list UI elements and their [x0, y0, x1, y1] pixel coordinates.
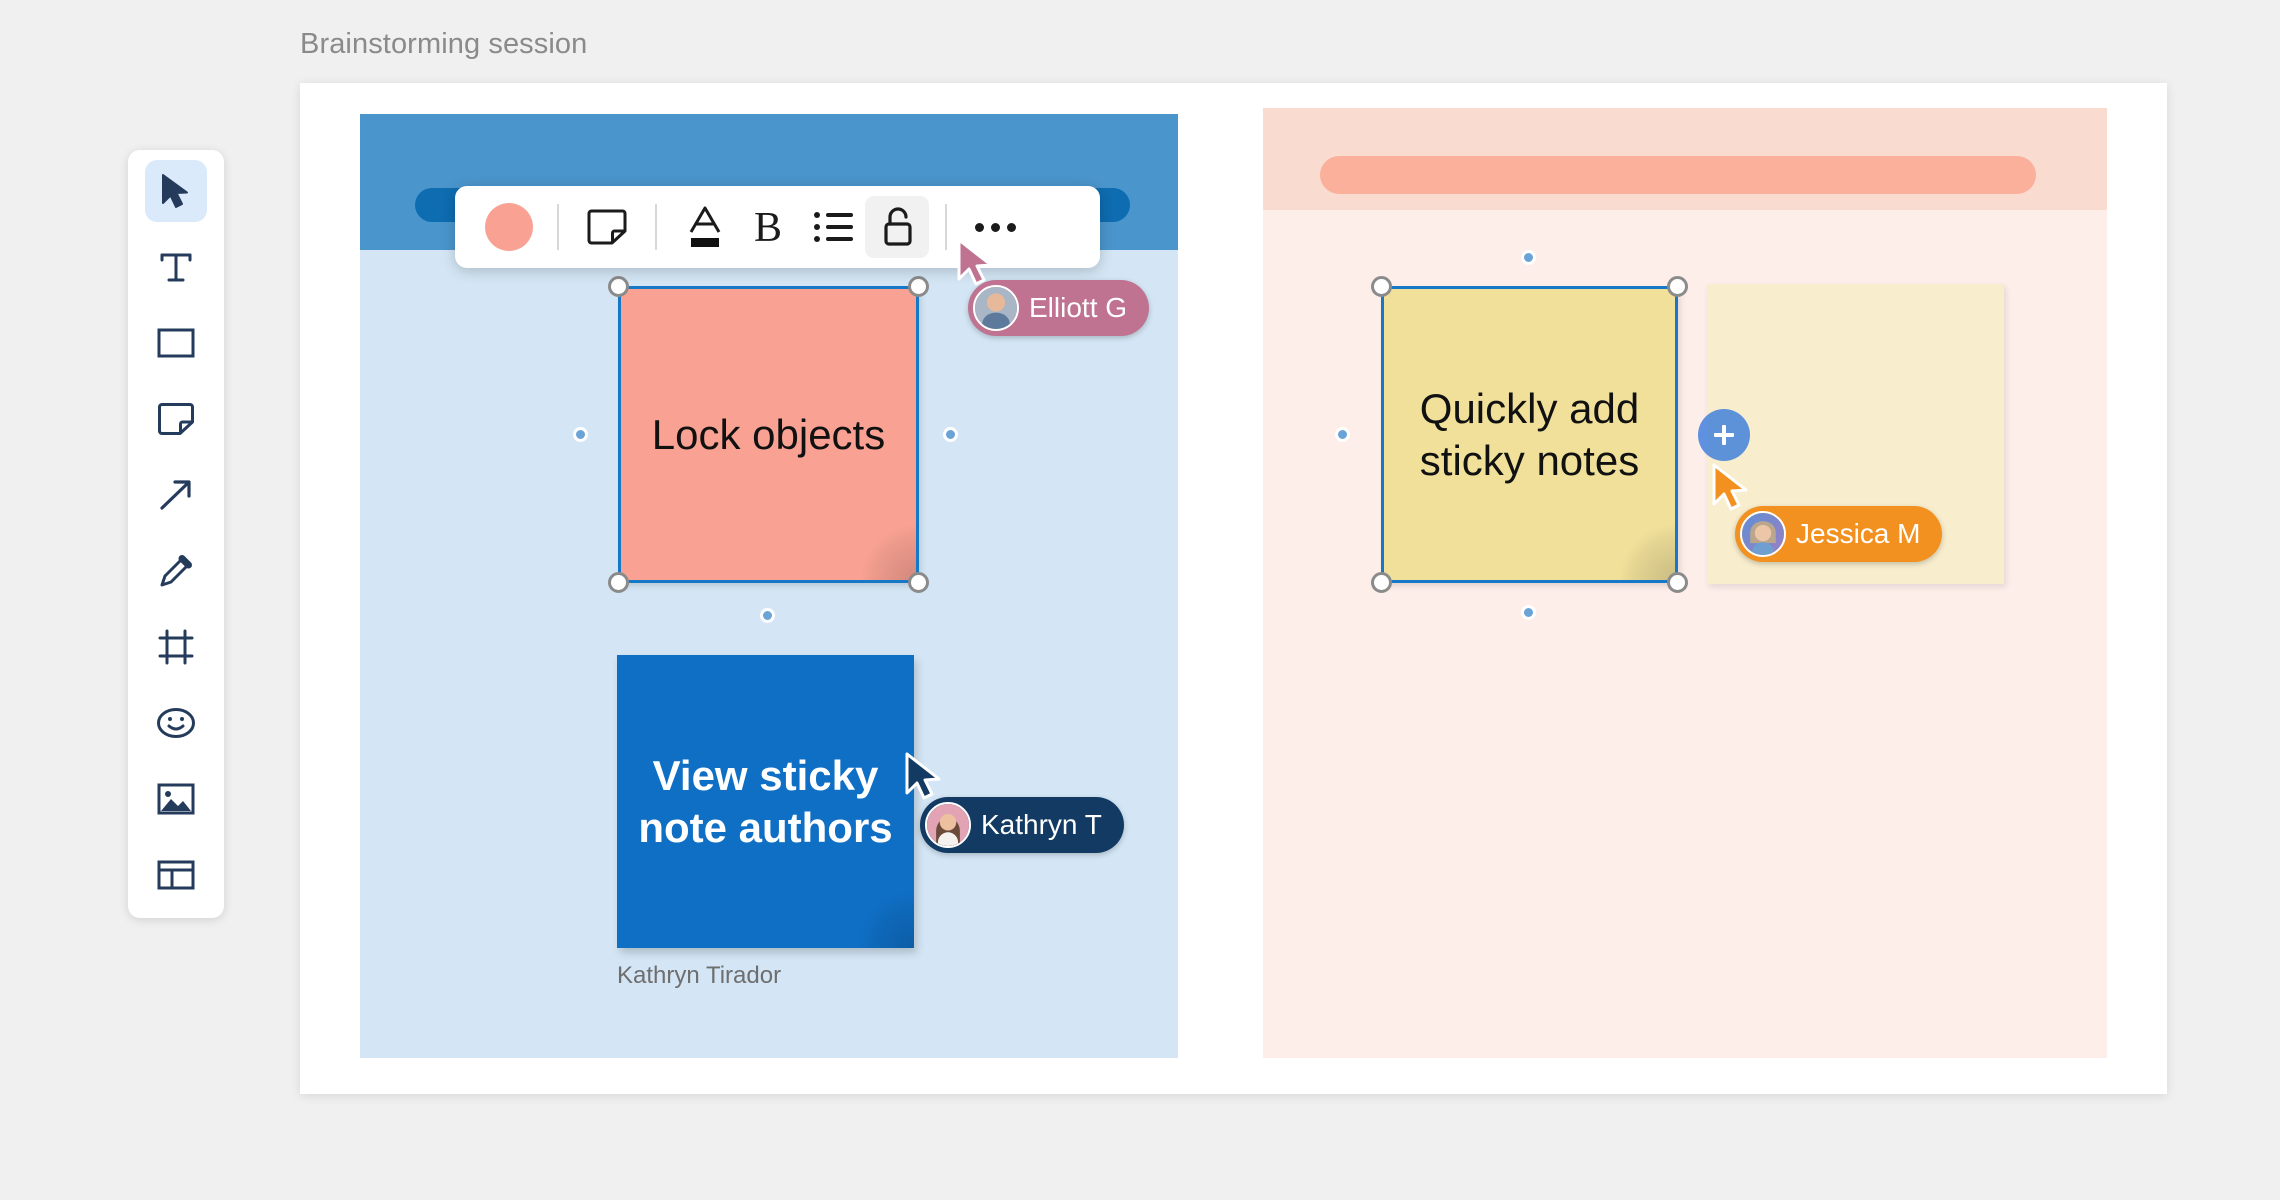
resize-handle-nw-2[interactable]: [1371, 276, 1392, 297]
sticky-note-quickly-add[interactable]: Quickly add sticky notes: [1383, 288, 1676, 581]
add-sticky-note-button[interactable]: [1698, 409, 1750, 461]
sticky-note-author-label: Kathryn Tirador: [617, 962, 782, 989]
sticky-note-lock-objects[interactable]: Lock objects: [620, 288, 917, 581]
avatar-photo-icon: [927, 804, 969, 846]
format-toolbar[interactable]: B: [455, 186, 1100, 268]
sticky-note-icon: [587, 209, 627, 245]
collaborator-pill-jessica[interactable]: Jessica M: [1735, 506, 1943, 562]
connect-dot-s[interactable]: [760, 608, 775, 623]
layout-icon: [157, 860, 195, 890]
select-tool[interactable]: [145, 160, 207, 222]
toolbar-divider-3: [945, 204, 947, 250]
resize-handle-se-2[interactable]: [1667, 572, 1688, 593]
bullet-list-icon: [814, 212, 853, 242]
text-icon: [160, 253, 192, 282]
collaborator-name-kathryn: Kathryn T: [981, 809, 1102, 840]
arrow-icon: [160, 480, 191, 510]
cursor-jessica: [1712, 463, 1748, 511]
emoji-tool[interactable]: [145, 692, 207, 754]
bullet-list-button[interactable]: [801, 196, 865, 258]
frame-right-header-bar: [1320, 156, 2036, 194]
avatar-elliott: [973, 285, 1019, 331]
sticky-note-view-authors-text: View sticky note authors: [638, 752, 893, 851]
smiley-icon: [157, 708, 195, 738]
color-swatch: [485, 203, 533, 251]
resize-handle-sw[interactable]: [608, 572, 629, 593]
text-color-icon: [689, 206, 721, 247]
unlock-icon: [884, 207, 912, 246]
cursor-icon: [162, 174, 188, 208]
color-swatch-button[interactable]: [477, 196, 541, 258]
frame-icon: [158, 629, 194, 665]
avatar-kathryn: [925, 802, 971, 848]
bold-icon: B: [754, 206, 782, 248]
connect-dot-w[interactable]: [573, 427, 588, 442]
text-tool[interactable]: [145, 236, 207, 298]
sticky-note-view-authors[interactable]: View sticky note authors: [617, 655, 914, 948]
avatar-photo-icon: [1742, 513, 1784, 555]
cursor-elliott: [957, 238, 993, 286]
resize-handle-sw-2[interactable]: [1371, 572, 1392, 593]
tool-palette[interactable]: [128, 150, 224, 918]
connect-dot-w-2[interactable]: [1335, 427, 1350, 442]
rectangle-icon: [157, 328, 195, 358]
resize-handle-se[interactable]: [908, 572, 929, 593]
unlock-button[interactable]: [865, 196, 929, 258]
template-tool[interactable]: [145, 844, 207, 906]
sticky-note-tool[interactable]: [145, 388, 207, 450]
toolbar-divider: [557, 204, 559, 250]
selection-box-quickly-add: [1381, 286, 1678, 583]
cursor-kathryn: [905, 752, 941, 800]
image-icon: [157, 783, 195, 815]
text-color-button[interactable]: [673, 196, 737, 258]
pen-icon: [160, 555, 192, 587]
more-options-button[interactable]: [963, 196, 1027, 258]
resize-handle-ne[interactable]: [908, 276, 929, 297]
frame-right-header: [1263, 108, 2107, 210]
collaborator-name-jessica: Jessica M: [1796, 518, 1921, 549]
resize-handle-nw[interactable]: [608, 276, 629, 297]
avatar-photo-icon: [975, 287, 1017, 329]
selection-box-lock-objects: [618, 286, 919, 583]
bold-button[interactable]: B: [737, 196, 801, 258]
connect-dot-s-2[interactable]: [1521, 605, 1536, 620]
connect-dot-n-2[interactable]: [1521, 250, 1536, 265]
shape-tool[interactable]: [145, 312, 207, 374]
toolbar-divider-2: [655, 204, 657, 250]
avatar-jessica: [1740, 511, 1786, 557]
sticky-note-style-button[interactable]: [575, 196, 639, 258]
ellipsis-icon: [974, 222, 1016, 232]
svg-text:B: B: [754, 206, 782, 248]
plus-icon: [1714, 425, 1734, 445]
collaborator-pill-kathryn[interactable]: Kathryn T: [920, 797, 1124, 853]
sticky-note-quickly-add-text: Quickly add sticky notes: [1419, 385, 1640, 484]
image-tool[interactable]: [145, 768, 207, 830]
connector-tool[interactable]: [145, 464, 207, 526]
resize-handle-ne-2[interactable]: [1667, 276, 1688, 297]
collaborator-pill-elliott[interactable]: Elliott G: [968, 280, 1150, 336]
collaborator-name-elliott: Elliott G: [1029, 292, 1128, 323]
sticky-note-icon: [158, 403, 194, 435]
page-title: Brainstorming session: [300, 28, 588, 60]
sticky-note-lock-objects-text: Lock objects: [651, 410, 886, 458]
connect-dot-e[interactable]: [943, 427, 958, 442]
frame-tool[interactable]: [145, 616, 207, 678]
pen-tool[interactable]: [145, 540, 207, 602]
